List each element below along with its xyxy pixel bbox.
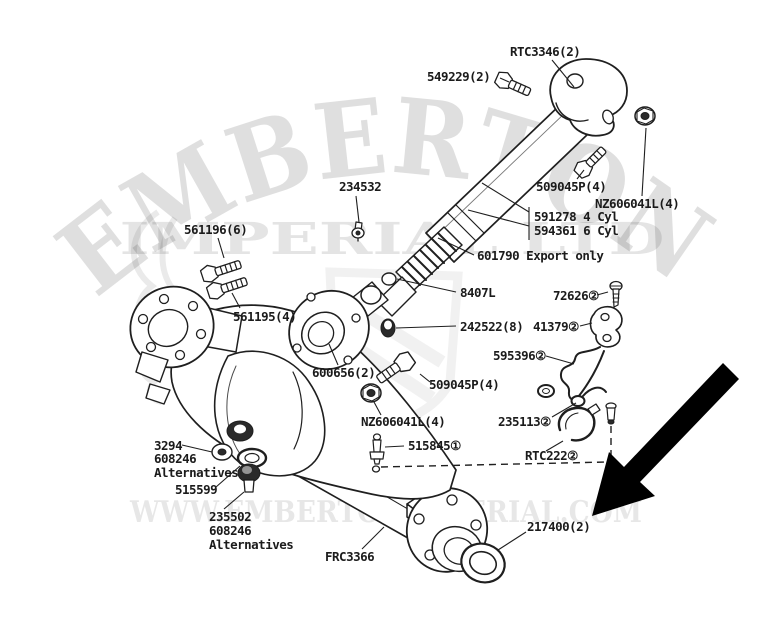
label-601790: 601790 Export only (477, 248, 604, 263)
bolt-509045p-top (573, 146, 607, 179)
watermark-subtitle: IMPERIAL LTD (120, 214, 665, 265)
label-235502-line1: 235502 (209, 509, 251, 524)
label-nz606041l-mid: NZ606041L(4) (361, 414, 445, 429)
bolt-235502 (237, 463, 261, 493)
bushing-242522 (380, 318, 396, 338)
bolt-549229 (494, 71, 532, 97)
splined-joint (376, 226, 463, 317)
label-3294-line2: 608246 (154, 451, 196, 466)
plug-3294 (211, 443, 233, 461)
label-nz606041l-top: NZ606041L(4) (595, 196, 679, 211)
leader-lines (181, 59, 647, 551)
part-labels: RTC3346(2) 549229(2) 509045P(4) NZ606041… (154, 44, 680, 564)
label-41379: 41379② (533, 319, 579, 334)
axle-and-propshaft-drawing (129, 58, 656, 584)
bolt-509045p-mid (376, 351, 417, 384)
screw-72626 (609, 280, 623, 308)
clamp-rtc222 (557, 403, 601, 442)
label-549229: 549229(2) (427, 69, 490, 84)
label-242522: 242522(8) (460, 319, 523, 334)
label-515599: 515599 (175, 482, 217, 497)
wheel-flange (129, 285, 243, 405)
label-217400: 217400(2) (527, 519, 590, 534)
label-561195: 561195(4) (233, 309, 296, 324)
label-594361: 594361 6 Cyl (534, 223, 618, 238)
nut-nz606041l-top (634, 106, 656, 126)
label-235502-line2: 608246 (209, 523, 251, 538)
label-3294-line1: 3294 (154, 438, 182, 453)
front-yoke (549, 58, 628, 137)
label-561196: 561196(6) (184, 222, 247, 237)
nut-nz606041l-mid (360, 383, 382, 403)
bracket-41379 (589, 305, 623, 348)
label-3294-line3: Alternatives (154, 465, 238, 480)
label-515845: 515845① (408, 438, 461, 453)
bolts-561196 (199, 260, 248, 300)
label-234532: 234532 (339, 179, 381, 194)
fitting-234532 (351, 221, 365, 242)
label-rtc222: RTC222② (525, 448, 578, 463)
label-509045p-mid: 509045P(4) (429, 377, 499, 392)
grease-fitting-515845 (369, 433, 385, 473)
label-235113: 235113② (498, 414, 551, 429)
label-rtc3346: RTC3346(2) (510, 44, 580, 59)
label-235502-line3: Alternatives (209, 537, 293, 552)
label-591278: 591278 4 Cyl (534, 209, 618, 224)
label-8407l: 8407L (460, 285, 496, 300)
label-600656: 600656(2) (312, 365, 375, 380)
oil-seal (460, 542, 506, 584)
label-509045p-top: 509045P(4) (536, 179, 606, 194)
label-595396: 595396② (493, 348, 546, 363)
label-72626: 72626② (553, 288, 599, 303)
label-frc3366: FRC3366 (325, 549, 374, 564)
universal-joint (288, 272, 397, 371)
highlight-arrow (592, 363, 739, 516)
grommets-235113 (537, 384, 586, 407)
